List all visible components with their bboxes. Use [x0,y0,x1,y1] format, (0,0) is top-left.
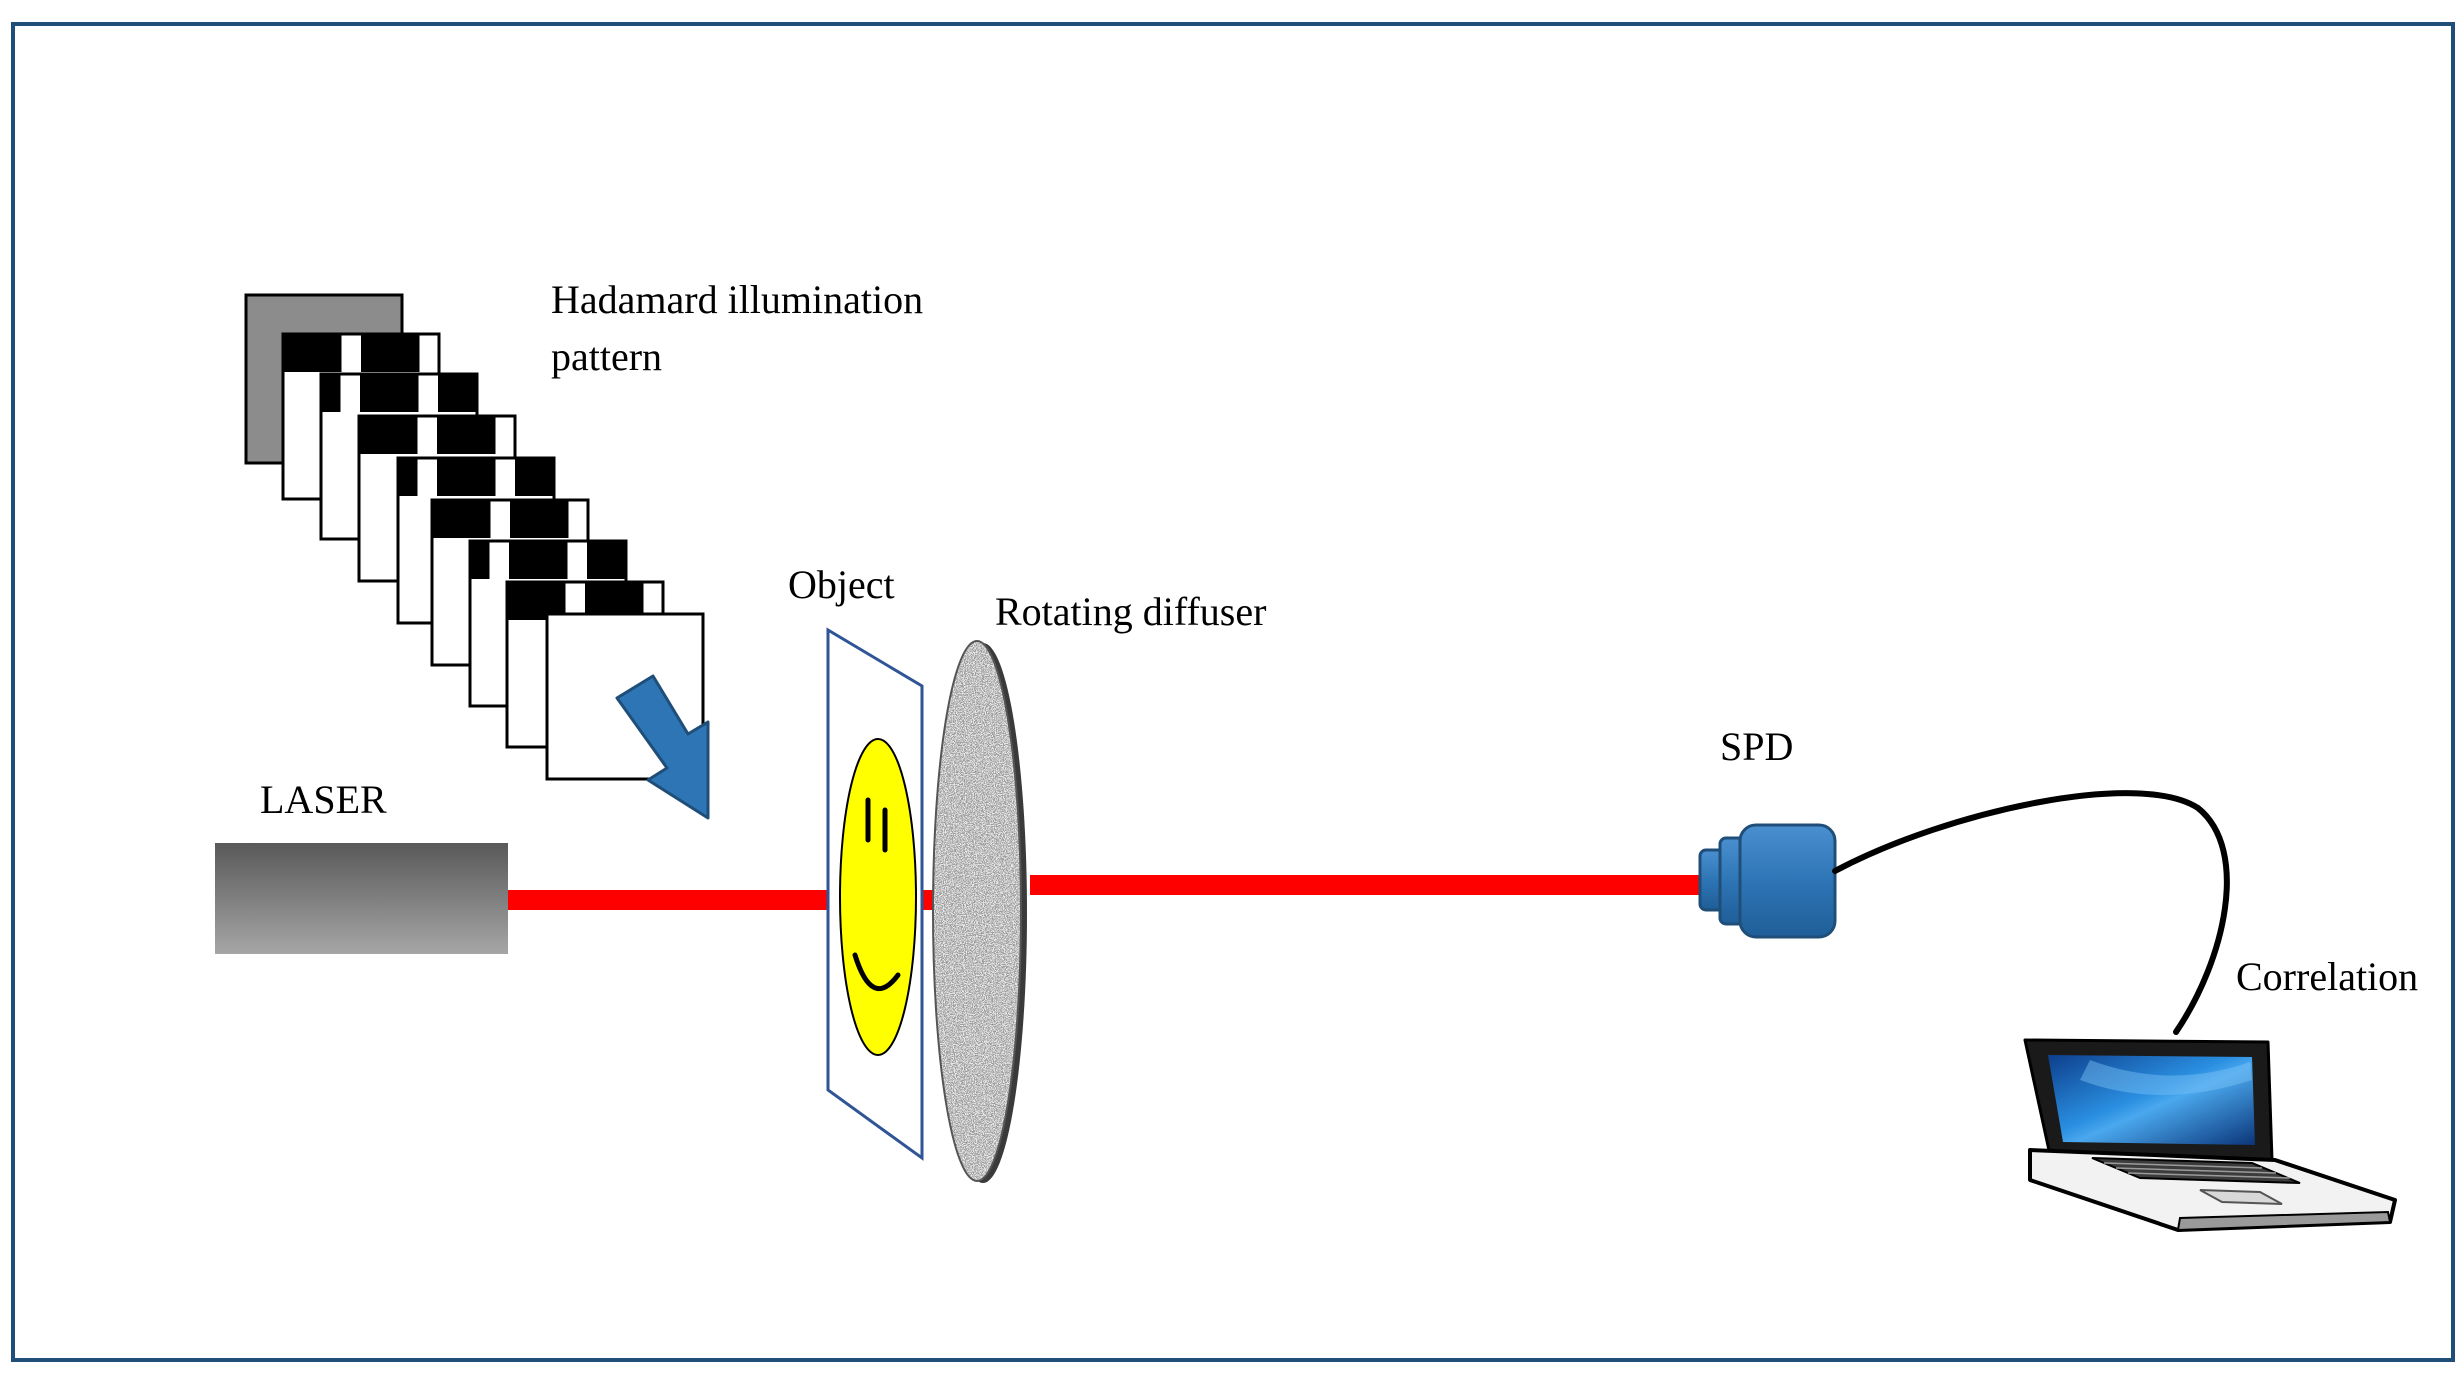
label-hadamard-line2: pattern [551,334,662,379]
detector-icon [1698,823,1837,939]
label-rotating-diffuser: Rotating diffuser [995,589,1266,634]
beam-segment-1 [505,890,850,910]
beam-segment-3 [1030,875,1710,895]
label-object: Object [788,562,895,607]
label-spd: SPD [1720,724,1793,769]
hadamard-pattern-stack [244,293,705,781]
object-slide [826,627,924,1161]
label-correlation: Correlation [2236,954,2418,999]
laser-icon [215,843,508,954]
smiley-face-icon [839,738,917,1056]
label-hadamard-line1: Hadamard illumination [551,277,923,322]
arrow-down-right-icon [615,674,710,820]
cable [1832,790,2230,1035]
laptop-icon [2023,1038,2397,1232]
label-laser: LASER [260,777,387,822]
diffuser-disk-icon [932,640,1027,1183]
